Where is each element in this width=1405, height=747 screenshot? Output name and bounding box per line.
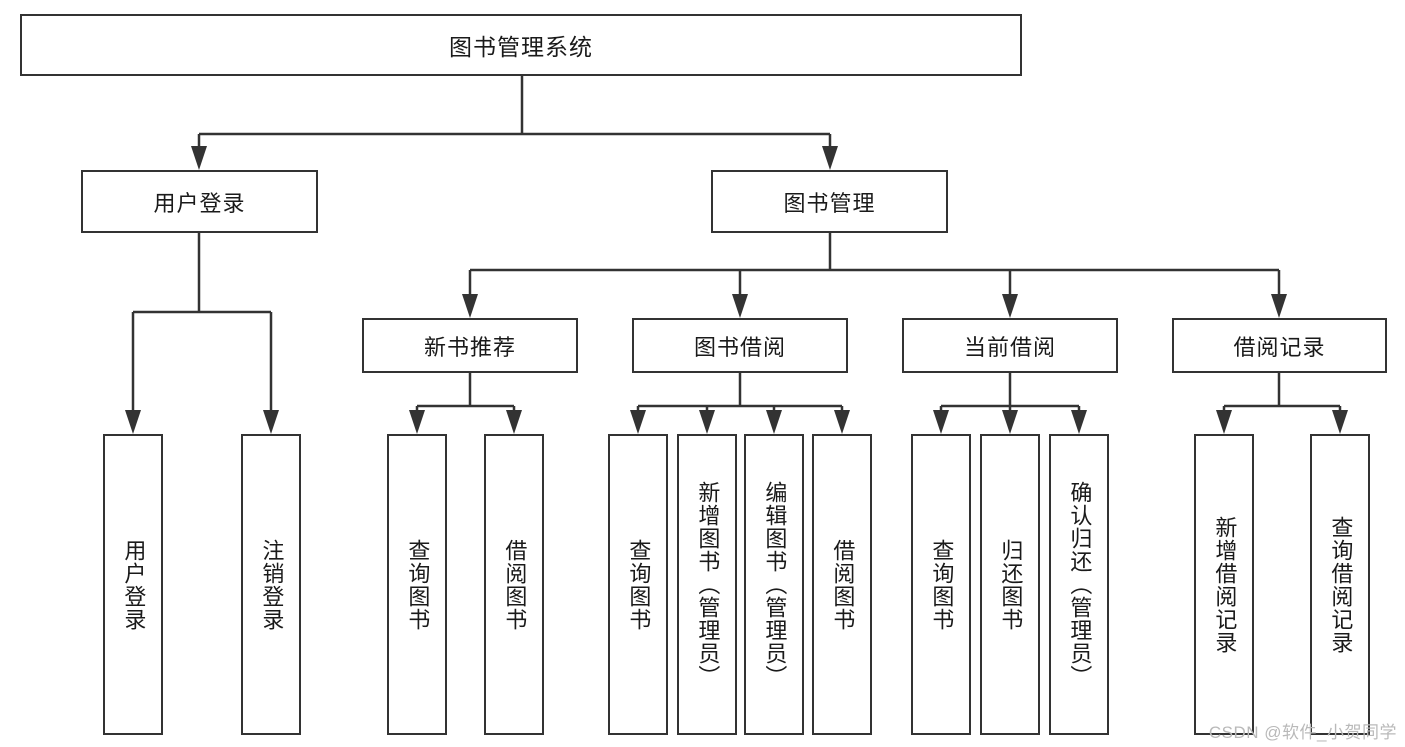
node-current-borrow[interactable]: 当前借阅 [902, 318, 1118, 373]
leaf-book-borrow-edit-book-admin[interactable]: 编辑图书（管理员） [744, 434, 804, 735]
node-label: 查询图书 [405, 538, 431, 631]
leaf-current-borrow-query-book[interactable]: 查询图书 [911, 434, 971, 735]
leaf-current-borrow-confirm-return-admin[interactable]: 确认归还（管理员） [1049, 434, 1109, 735]
node-label: 当前借阅 [963, 334, 1056, 360]
node-label: 用户登录 [153, 190, 246, 216]
node-label: 图书管理 [783, 190, 876, 216]
node-label: 新增图书（管理员） [695, 481, 721, 688]
node-label: 注销登录 [259, 538, 285, 631]
node-root-system[interactable]: 图书管理系统 [20, 14, 1022, 76]
node-book-borrow[interactable]: 图书借阅 [632, 318, 848, 373]
node-user-login[interactable]: 用户登录 [81, 170, 318, 233]
leaf-new-book-borrow-book[interactable]: 借阅图书 [484, 434, 544, 735]
node-label: 用户登录 [121, 538, 147, 631]
csdn-watermark: CSDN @软件_小贺同学 [1208, 723, 1397, 742]
leaf-borrow-record-add-record[interactable]: 新增借阅记录 [1194, 434, 1254, 735]
node-label: 借阅图书 [830, 538, 856, 631]
node-label: 借阅记录 [1233, 334, 1326, 360]
leaf-book-borrow-query-book[interactable]: 查询图书 [608, 434, 668, 735]
leaf-book-borrow-borrow-book[interactable]: 借阅图书 [812, 434, 872, 735]
node-label: 借阅图书 [502, 538, 528, 631]
leaf-book-borrow-add-book-admin[interactable]: 新增图书（管理员） [677, 434, 737, 735]
node-book-management[interactable]: 图书管理 [711, 170, 948, 233]
node-label: 查询图书 [626, 538, 652, 631]
leaf-user-login-login[interactable]: 用户登录 [103, 434, 163, 735]
leaf-borrow-record-query-record[interactable]: 查询借阅记录 [1310, 434, 1370, 735]
node-label: 新增借阅记录 [1212, 515, 1238, 654]
node-label: 编辑图书（管理员） [762, 481, 788, 688]
node-label: 图书借阅 [693, 334, 786, 360]
node-borrow-record[interactable]: 借阅记录 [1172, 318, 1387, 373]
node-label: 新书推荐 [423, 334, 516, 360]
node-label: 图书管理系统 [449, 34, 593, 60]
node-label: 查询图书 [929, 538, 955, 631]
node-label: 确认归还（管理员） [1067, 481, 1093, 688]
leaf-new-book-query-book[interactable]: 查询图书 [387, 434, 447, 735]
node-label: 查询借阅记录 [1328, 515, 1354, 654]
node-label: 归还图书 [998, 538, 1024, 631]
leaf-user-login-logout[interactable]: 注销登录 [241, 434, 301, 735]
node-new-book-recommend[interactable]: 新书推荐 [362, 318, 578, 373]
leaf-current-borrow-return-book[interactable]: 归还图书 [980, 434, 1040, 735]
